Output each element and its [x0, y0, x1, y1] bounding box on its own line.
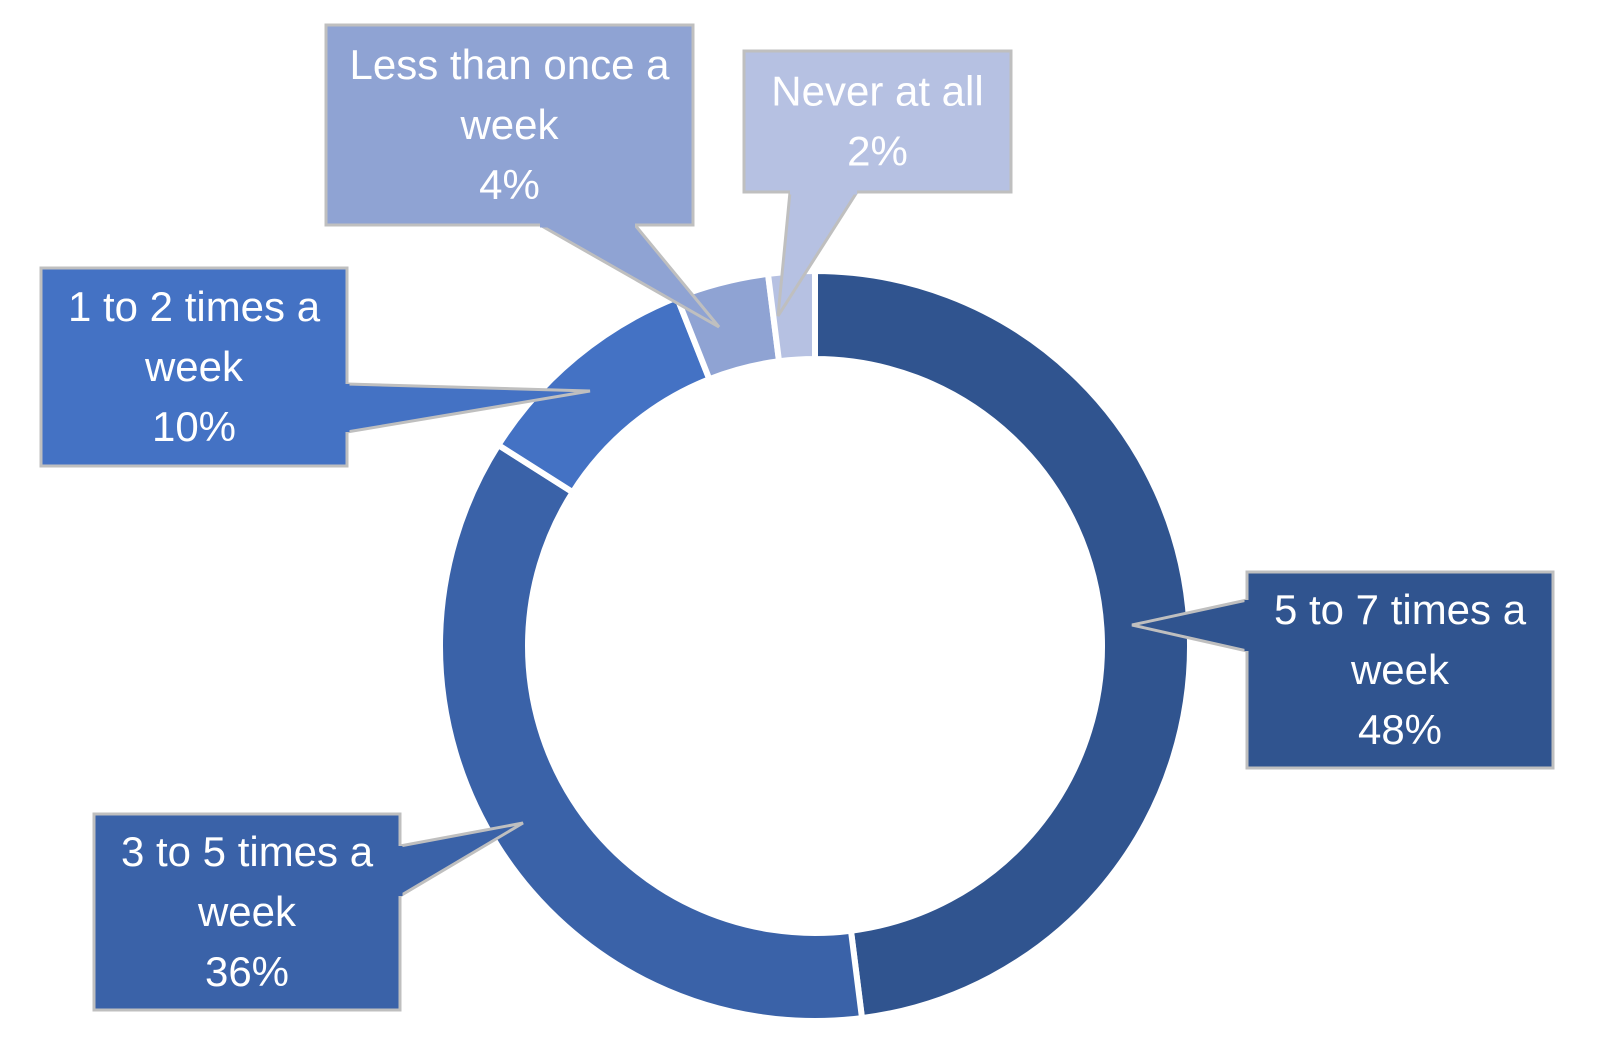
callout-value-0: 48% [1358, 706, 1442, 753]
callout-box-4 [742, 49, 1013, 194]
callout-label-2-line-0: 1 to 2 times a [68, 283, 321, 330]
callout-1: 3 to 5 times a week 36% [92, 812, 524, 1012]
callout-label-3-line-0: Less than once a [350, 41, 671, 88]
callout-box-3 [324, 23, 695, 227]
callout-0: 5 to 7 times a week 48% [1131, 570, 1555, 770]
callout-label-4-line-0: Never at all [771, 68, 983, 115]
callout-label-0-line-1: week [1350, 646, 1450, 693]
callout-box-0 [1245, 570, 1555, 770]
callout-label-1-line-1: week [197, 888, 297, 935]
callout-label-1-line-0: 3 to 5 times a [121, 828, 374, 875]
callout-label-0-line-0: 5 to 7 times a [1274, 586, 1527, 633]
callout-2: 1 to 2 times a week 10% [39, 266, 591, 468]
callout-pointer-3 [534, 223, 721, 329]
callout-value-3: 4% [479, 161, 540, 208]
callout-box-2 [39, 266, 349, 468]
callout-value-4: 2% [847, 128, 908, 175]
callout-label-2-line-1: week [144, 343, 244, 390]
callout-value-2: 10% [152, 403, 236, 450]
slice-1 [437, 440, 866, 1024]
callout-3: Less than once a week 4% [324, 23, 721, 329]
callout-label-3-line-1: week [459, 101, 559, 148]
callout-box-1 [92, 812, 402, 1012]
slice-0 [812, 267, 1193, 1022]
callout-4: Never at all 2% [742, 49, 1013, 317]
slices-layer [437, 267, 1193, 1024]
callout-value-1: 36% [205, 948, 289, 995]
